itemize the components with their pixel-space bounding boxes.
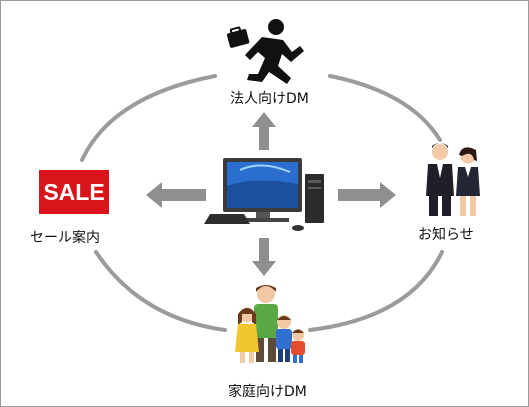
desktop-computer-icon (204, 158, 324, 231)
family-icon (235, 285, 305, 363)
business-people-icon (426, 143, 480, 216)
arrow-right (338, 182, 396, 208)
bottom-node-label: 家庭向けDM (228, 384, 307, 400)
arrow-up (252, 112, 276, 150)
right-node-label: お知らせ (418, 227, 474, 243)
ring-arc-top-right (328, 74, 442, 142)
ring-arc-bottom-right (308, 250, 444, 332)
arrow-left (146, 182, 206, 208)
top-node-label: 法人向けDM (230, 91, 309, 107)
connection-ring (80, 74, 444, 332)
arrows (146, 112, 396, 276)
left-node-label: セール案内 (30, 230, 100, 246)
running-businessman-icon (226, 19, 304, 84)
ring-arc-bottom-left (94, 250, 227, 332)
ring-arc-top-left (80, 74, 217, 162)
sale-badge-icon: SALE (39, 170, 109, 214)
arrow-down (252, 238, 276, 276)
